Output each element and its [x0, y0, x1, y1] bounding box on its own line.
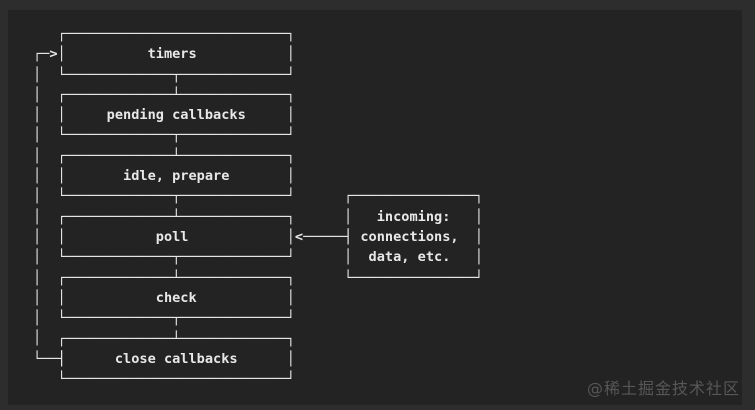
- phase-box-check: ┌─────────────┴─────────────┐ │ check │ …: [57, 269, 295, 327]
- phase-box-idle-prepare: ┌─────────────┴─────────────┐ │ idle, pr…: [57, 147, 295, 205]
- diagram-panel: [8, 10, 742, 405]
- phase-box-pending-callbacks: ┌─────────────┴─────────────┐ │ pending …: [57, 86, 295, 144]
- loop-rail-arrow: ┌─> │ │ │ │ │ │ │ │ │ │ │ │ │ │ └──┤: [33, 46, 66, 367]
- phase-box-timers: ┌───────────────────────────┐ │ timers │…: [57, 26, 295, 83]
- poll-arrow-icon: <─────┤: [294, 229, 353, 245]
- watermark: @稀土掘金技术社区: [586, 379, 740, 398]
- phase-box-poll: ┌─────────────┴─────────────┐ │ poll │ └…: [57, 208, 295, 266]
- phase-box-close-callbacks: ┌─────────────┴─────────────┐ │ close ca…: [57, 330, 295, 388]
- incoming-box: ┌───────────────┐ │ incoming: │ │ connec…: [343, 188, 484, 286]
